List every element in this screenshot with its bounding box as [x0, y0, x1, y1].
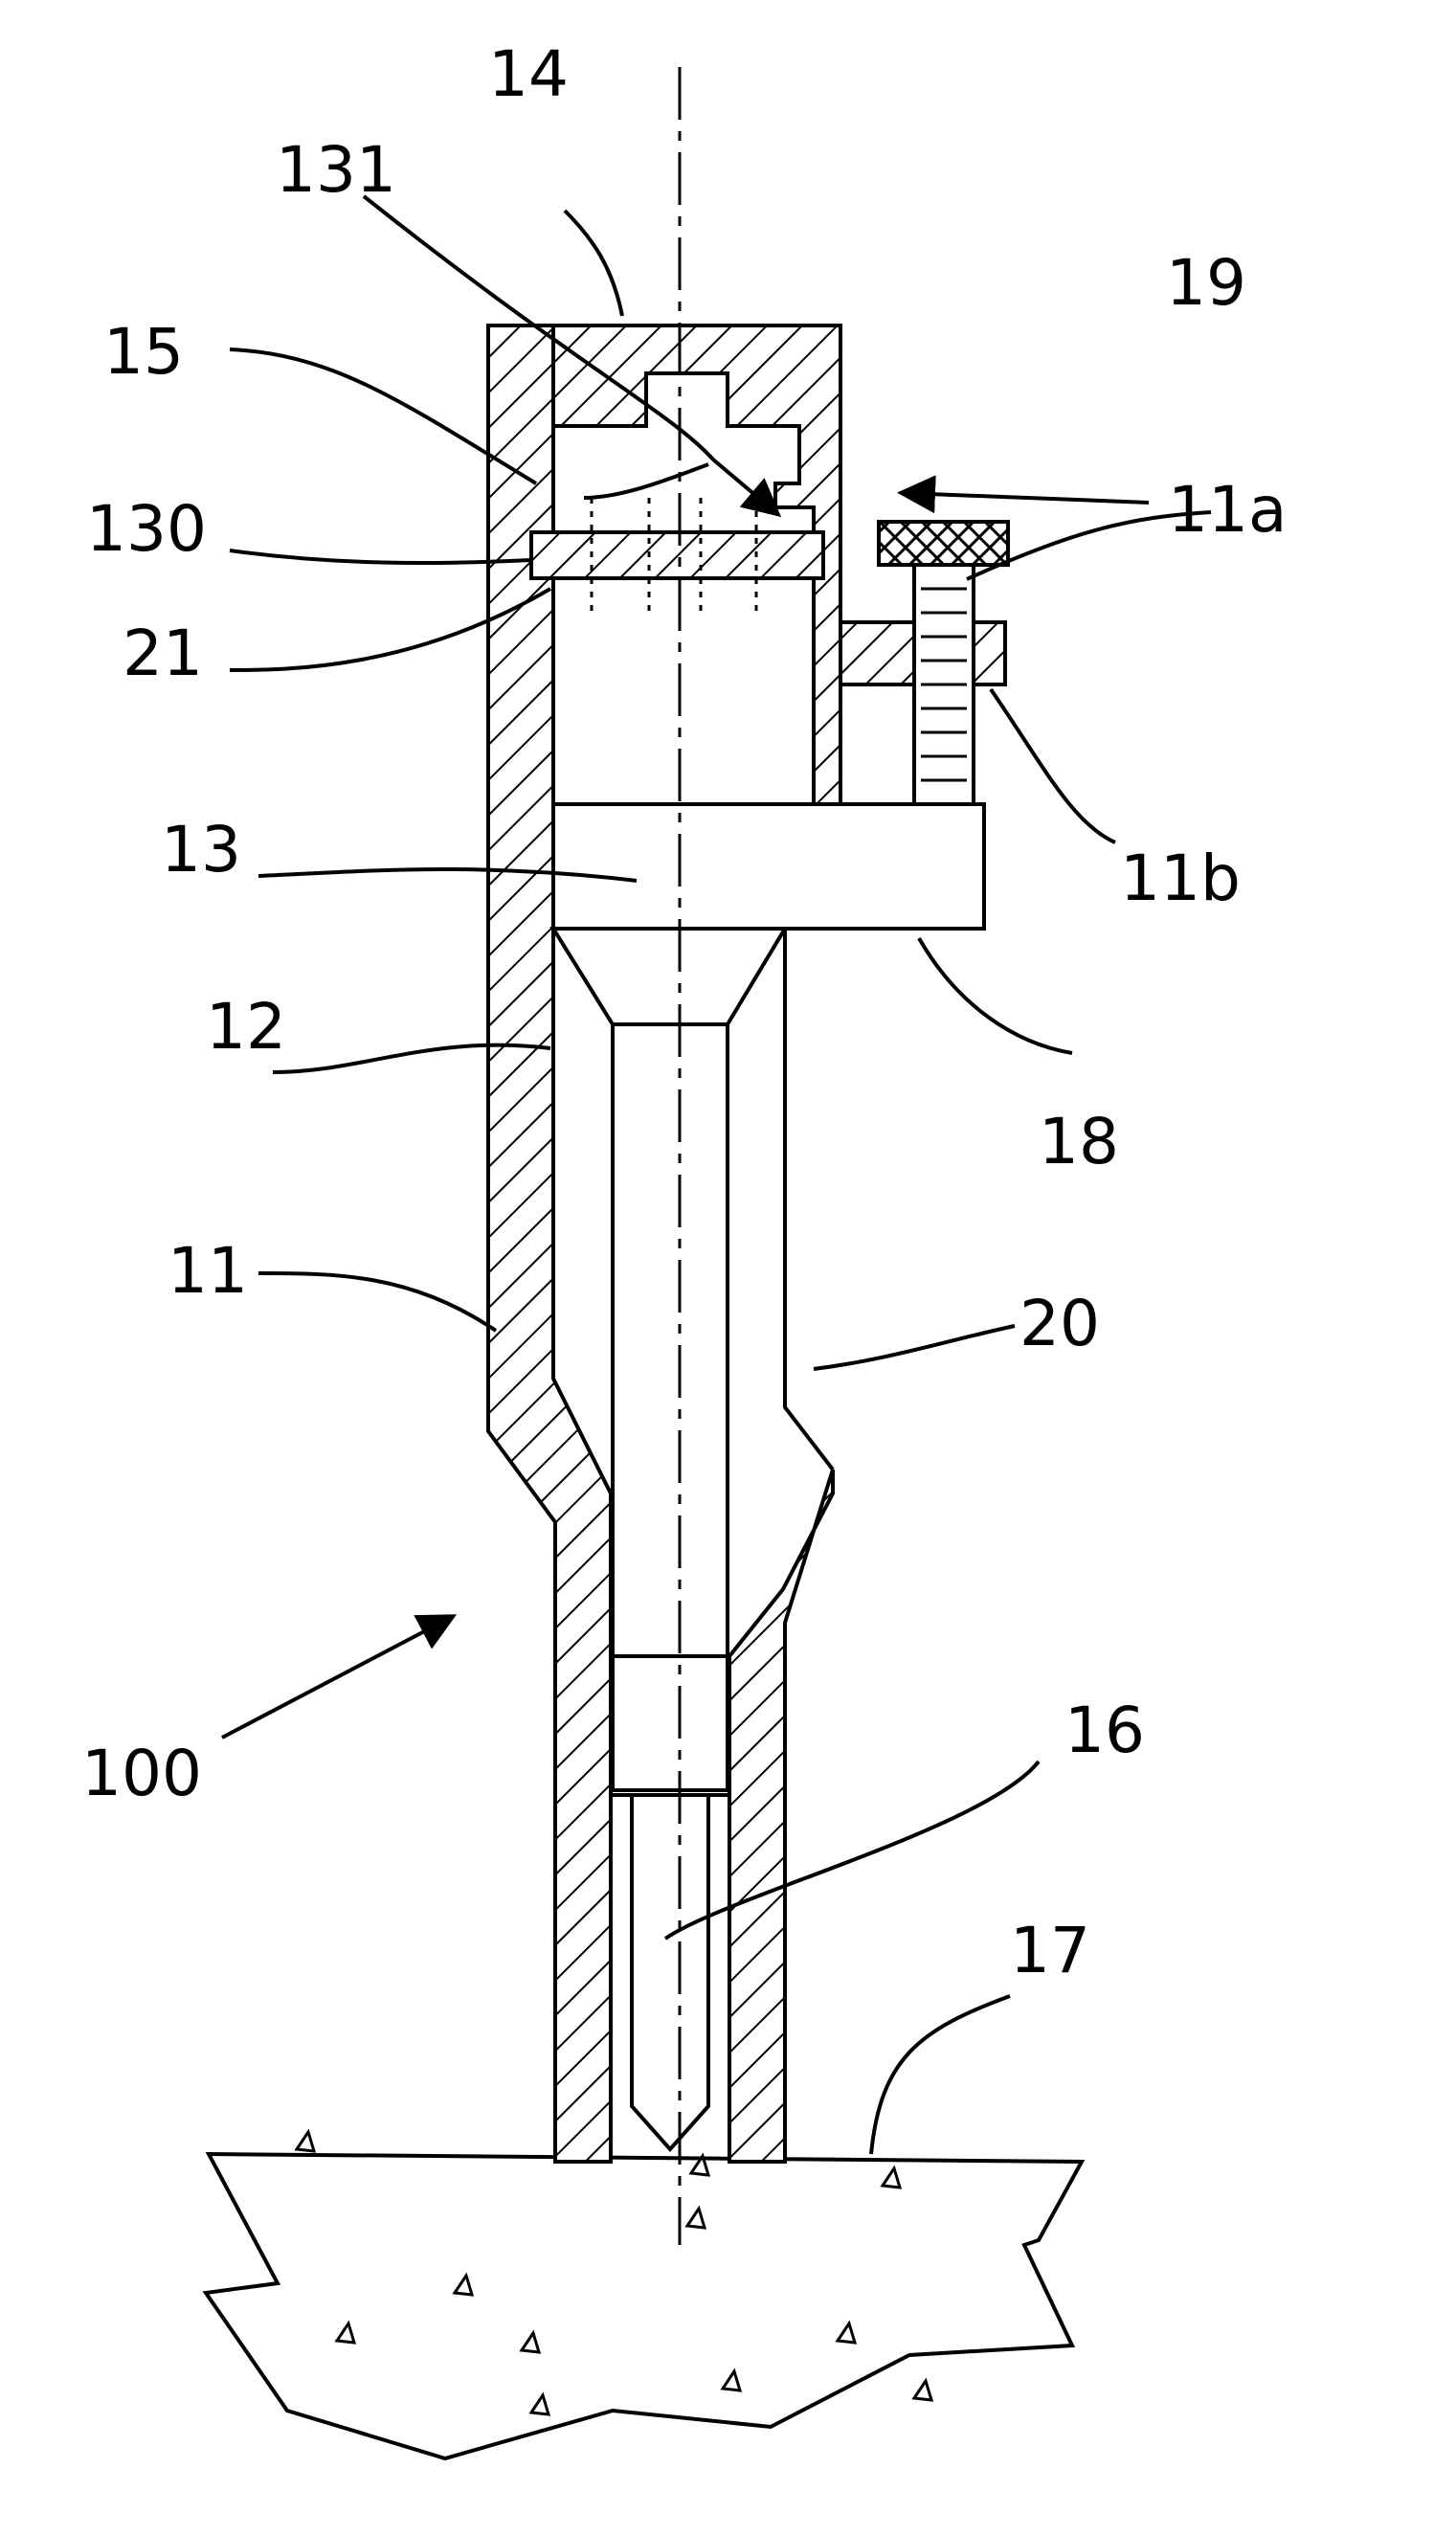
- drill-bit: [613, 1656, 728, 2149]
- label-21: 21: [123, 617, 203, 690]
- label-14: 14: [488, 37, 569, 111]
- ram-block: [553, 804, 984, 929]
- label-11: 11: [168, 1234, 248, 1308]
- label-11a: 11a: [1168, 473, 1287, 547]
- label-13: 13: [161, 813, 241, 886]
- label-15: 15: [103, 315, 184, 389]
- label-130: 130: [86, 492, 207, 566]
- label-100: 100: [81, 1737, 202, 1810]
- aggregate-marks: [297, 2132, 931, 2414]
- label-19: 19: [1166, 246, 1246, 320]
- ground-workpiece: [206, 2132, 1082, 2458]
- label-17: 17: [1010, 1914, 1090, 1987]
- label-12: 12: [206, 990, 286, 1064]
- label-16: 16: [1064, 1694, 1145, 1767]
- label-20: 20: [1019, 1287, 1100, 1360]
- label-131: 131: [276, 133, 396, 207]
- label-18: 18: [1039, 1105, 1119, 1178]
- label-11b: 11b: [1120, 842, 1241, 915]
